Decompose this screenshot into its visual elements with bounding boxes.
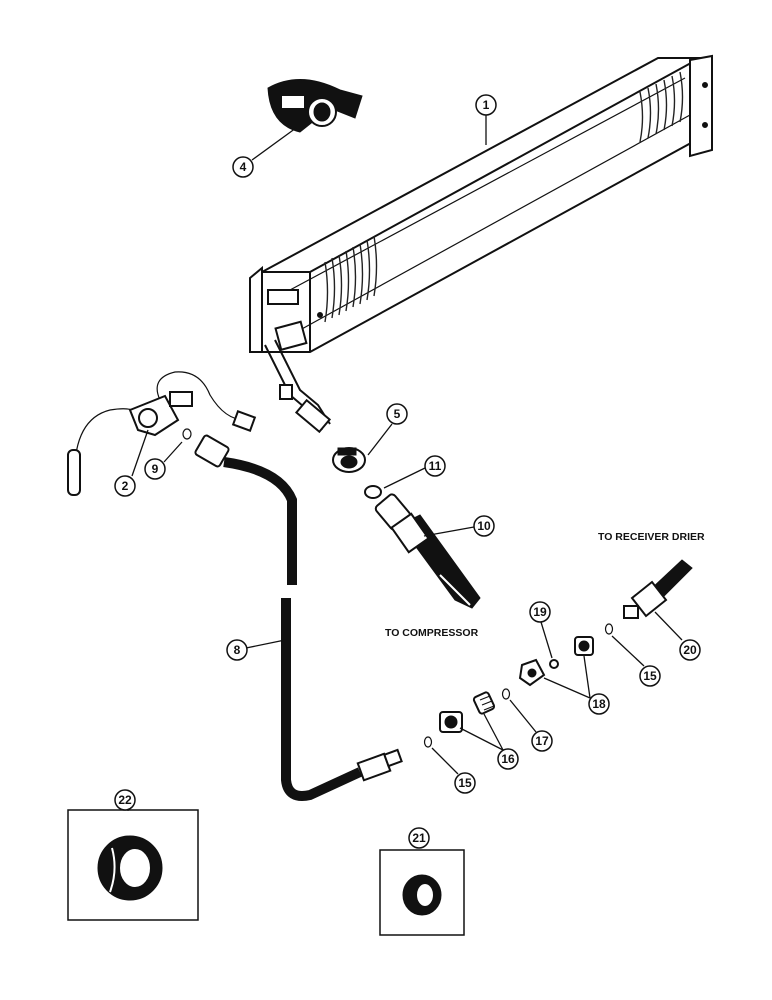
callout-15-right: 15 <box>611 635 661 687</box>
callout-15-left: 15 <box>431 747 476 794</box>
callout-21-label: 21 <box>412 831 426 845</box>
fitting-18 <box>518 636 594 687</box>
callout-5-label: 5 <box>394 407 401 421</box>
callout-8: 8 <box>226 639 286 661</box>
callout-5: 5 <box>367 403 408 456</box>
evaporator-core <box>249 54 713 434</box>
callout-1: 1 <box>475 94 497 145</box>
o-ring-11 <box>364 485 382 499</box>
o-ring-15-left <box>423 736 433 748</box>
callout-9: 9 <box>144 441 183 480</box>
callout-15-left-label: 15 <box>458 776 472 790</box>
to-compressor-label: TO COMPRESSOR <box>385 627 479 639</box>
callout-10-label: 10 <box>477 519 491 533</box>
fitting-16 <box>439 691 496 733</box>
callout-20-label: 20 <box>683 643 697 657</box>
receiver-drier-fitting <box>623 559 693 619</box>
o-ring-9 <box>182 428 192 440</box>
expansion-valve <box>67 371 257 496</box>
callout-16: 16 <box>459 713 519 770</box>
callout-22-label: 22 <box>118 793 132 807</box>
callout-4-label: 4 <box>240 160 247 174</box>
callout-2: 2 <box>114 429 149 497</box>
o-ring-19 <box>549 659 559 669</box>
compressor-hose <box>374 493 481 609</box>
to-receiver-drier-label: TO RECEIVER DRIER <box>598 531 705 543</box>
callout-18: 18 <box>543 655 610 715</box>
callout-19-label: 19 <box>533 605 547 619</box>
callout-11-label: 11 <box>429 459 442 473</box>
seal-21-panel <box>379 849 465 936</box>
callout-20: 20 <box>654 611 701 661</box>
tape-roll <box>267 79 363 133</box>
callout-10: 10 <box>423 515 495 537</box>
callout-1-label: 1 <box>483 98 490 112</box>
callout-22: 22 <box>114 789 136 811</box>
callout-9-label: 9 <box>152 462 159 476</box>
callout-21: 21 <box>408 827 430 849</box>
callout-11: 11 <box>383 455 446 489</box>
callout-8-label: 8 <box>234 643 241 657</box>
hose-clamp <box>332 447 366 473</box>
callout-15-right-label: 15 <box>643 669 657 683</box>
callout-2-label: 2 <box>122 479 129 493</box>
o-ring-15-right <box>604 623 614 635</box>
seal-22-panel <box>67 809 199 921</box>
callout-19: 19 <box>529 601 553 659</box>
callout-4: 4 <box>232 127 297 178</box>
callout-17: 17 <box>509 699 553 752</box>
callout-17-label: 17 <box>535 734 549 748</box>
callout-16-label: 16 <box>501 752 515 766</box>
long-hose <box>194 434 403 801</box>
callout-18-label: 18 <box>592 697 606 711</box>
o-ring-17 <box>501 688 511 700</box>
